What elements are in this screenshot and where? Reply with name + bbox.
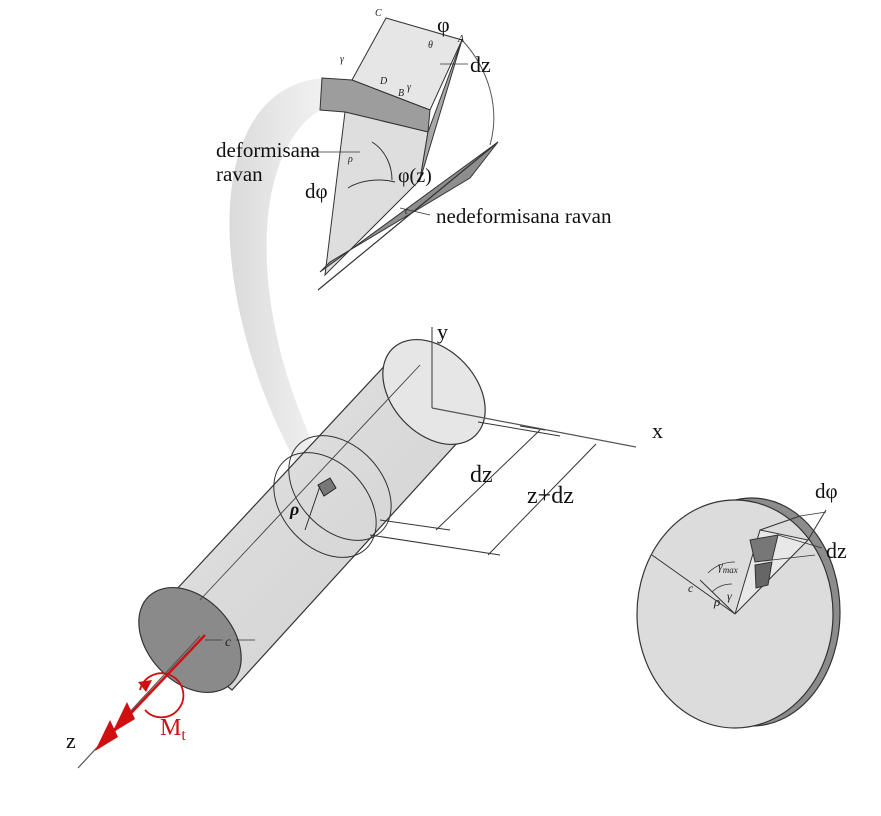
tau-top-label: τ xyxy=(404,205,409,217)
torque-label: Mt xyxy=(160,715,186,744)
dz-top-label: dz xyxy=(470,52,491,77)
theta-label: θ xyxy=(428,40,433,51)
wedge-tail-light xyxy=(324,111,429,277)
wedge-tail-dark xyxy=(419,39,463,181)
plane-label: ravan xyxy=(216,162,263,186)
deformed-label: deformisana xyxy=(216,138,320,162)
x-axis-line xyxy=(431,407,637,448)
phi-z-label: φ(z) xyxy=(398,165,432,187)
disk-radius-c xyxy=(651,554,736,615)
top-detail-wedge xyxy=(317,17,499,291)
corner-a-label: A xyxy=(457,34,465,45)
gamma-right-label: γ xyxy=(727,589,732,603)
rho-main-label: ρ xyxy=(289,499,299,519)
callout-band xyxy=(229,78,345,470)
shaft-cut-ring xyxy=(273,452,377,558)
c-right-label: c xyxy=(688,581,694,595)
rho-top-label: ρ xyxy=(347,154,353,165)
corner-d-label: D xyxy=(379,76,388,87)
corner-c-label: C xyxy=(375,8,382,19)
shaft-element xyxy=(317,477,337,497)
cross-section-disk xyxy=(636,497,841,729)
z-plus-dz-label: z+dz xyxy=(527,483,574,509)
main-shaft xyxy=(138,338,486,694)
phi-label: φ xyxy=(437,12,450,37)
rho-right-label: ρ xyxy=(713,594,720,609)
dz-right-label: dz xyxy=(826,538,847,563)
torque-label-sub: t xyxy=(181,727,186,744)
torque-arrow xyxy=(95,634,206,751)
dimension-lines xyxy=(369,421,597,556)
gamma-top2-label: γ xyxy=(407,82,412,93)
disk-radius-rho xyxy=(699,579,736,615)
gamma-top1-label: γ xyxy=(340,54,345,65)
gamma-max-main: γ xyxy=(718,559,723,573)
strain-wedge-outer xyxy=(734,529,810,615)
torque-arrowhead-2 xyxy=(112,702,135,733)
torque-label-main: M xyxy=(160,715,181,741)
x-axis-label: x xyxy=(652,418,663,443)
torque-arrowhead-1 xyxy=(95,720,118,751)
dphi-label: dφ xyxy=(305,179,328,203)
shaft-far-end xyxy=(382,338,486,446)
corner-b-label: B xyxy=(398,88,404,99)
gamma-max-label: γmax xyxy=(718,559,738,575)
gamma-max-sub: max xyxy=(723,565,738,575)
undeformed-label: nedeformisana ravan xyxy=(436,204,612,228)
shaft-near-face xyxy=(138,586,242,694)
dphi-right-label: dφ xyxy=(815,479,838,503)
c-main-label: c xyxy=(225,635,232,650)
torque-circle-arrow xyxy=(139,672,185,719)
undeformed-plane xyxy=(319,141,499,273)
z-axis-label: z xyxy=(66,728,76,753)
y-axis-label: y xyxy=(437,319,448,344)
dz-mid-label: dz xyxy=(470,462,493,488)
phi-arc xyxy=(461,39,495,146)
